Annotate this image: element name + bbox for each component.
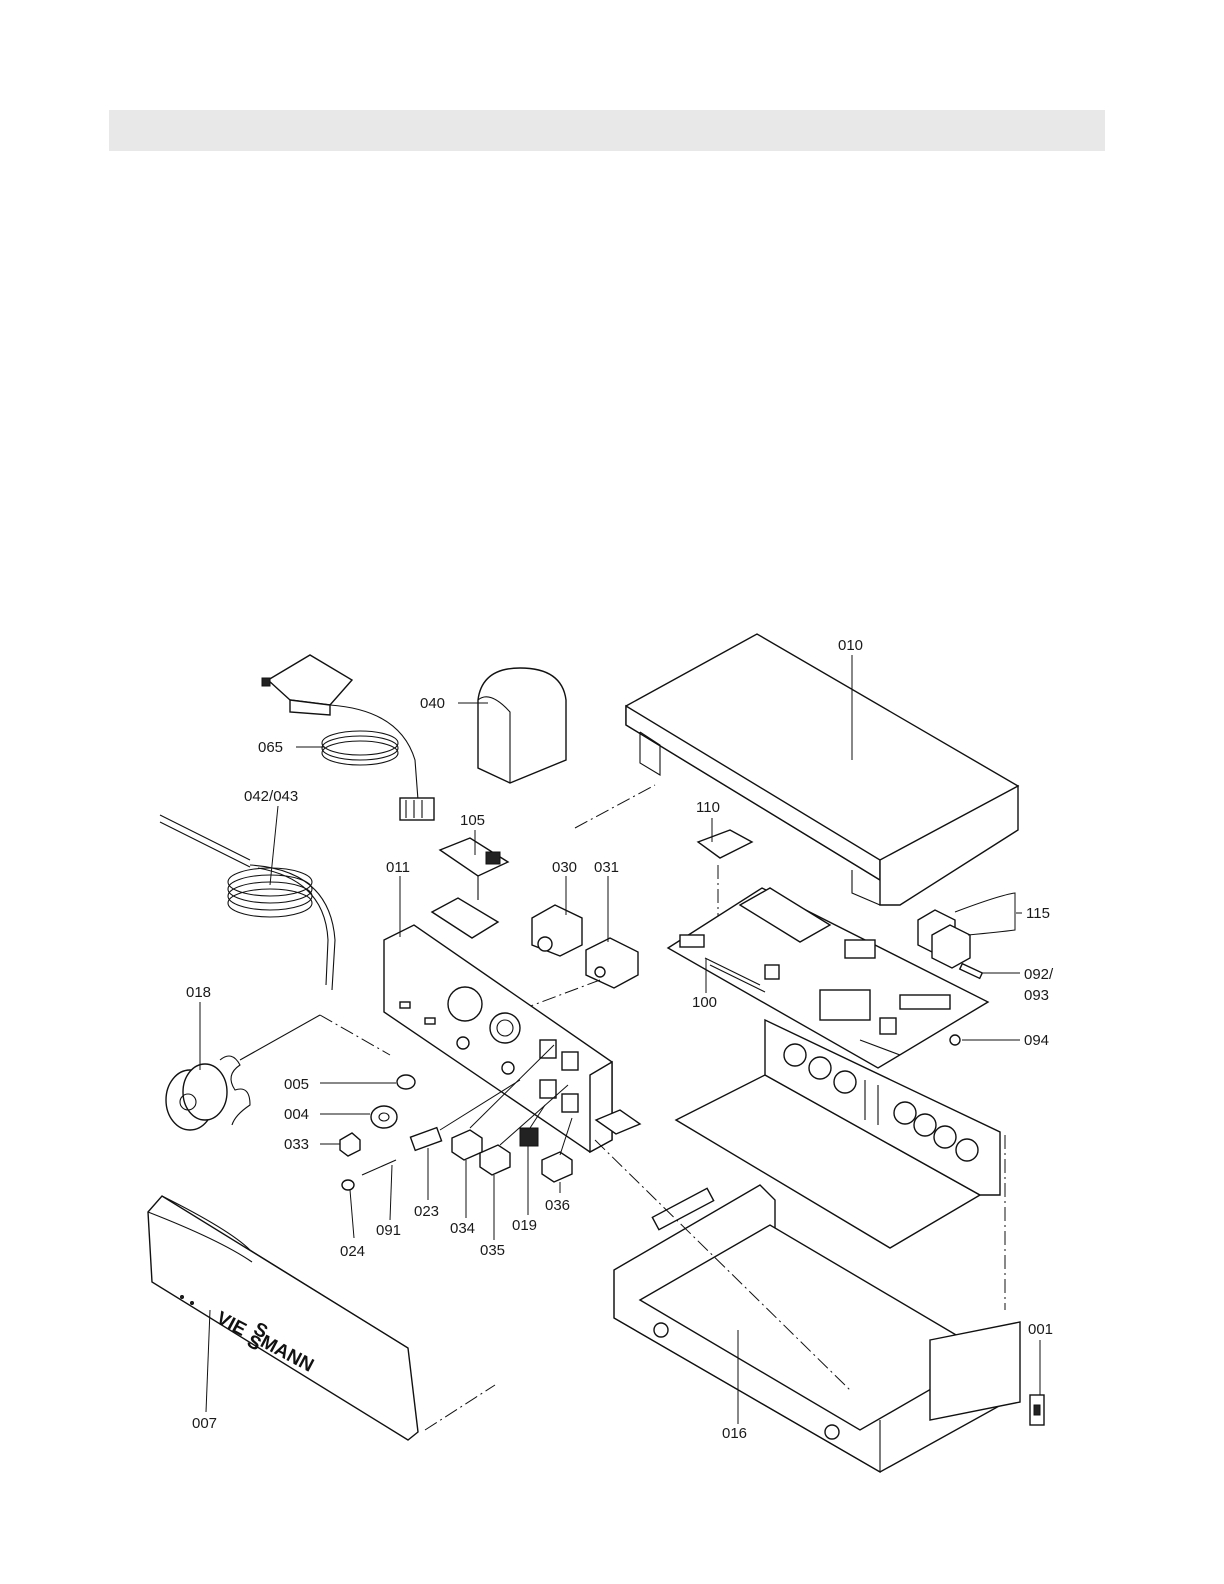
label-035: 035 <box>480 1242 505 1259</box>
label-010: 010 <box>838 637 863 654</box>
label-011: 011 <box>386 859 410 876</box>
label-004: 004 <box>284 1106 309 1123</box>
label-042-043: 042/043 <box>244 788 298 805</box>
part-005-ring <box>397 1075 415 1089</box>
part-024-screw <box>342 1180 354 1190</box>
label-005: 005 <box>284 1076 309 1093</box>
part-010-cover <box>575 634 1018 905</box>
label-023: 023 <box>414 1203 439 1220</box>
label-018: 018 <box>186 984 211 1001</box>
part-035-rocker <box>480 1145 510 1175</box>
label-110: 110 <box>696 799 720 816</box>
label-031: 031 <box>594 859 619 876</box>
label-094: 094 <box>1024 1032 1049 1049</box>
part-007-front-cover: VIE MANN S S <box>148 1196 495 1440</box>
label-007: 007 <box>192 1415 217 1432</box>
label-092: 092/ <box>1024 966 1054 983</box>
part-030-switch <box>532 905 582 956</box>
label-065: 065 <box>258 739 283 756</box>
label-105: 105 <box>460 812 485 829</box>
part-042-043-sensor <box>160 815 335 990</box>
label-001: 001 <box>1028 1321 1053 1338</box>
part-115-relays <box>918 893 1015 968</box>
label-091: 091 <box>376 1222 401 1239</box>
part-094-part <box>950 1035 960 1045</box>
part-040-cap <box>478 668 566 783</box>
label-036: 036 <box>545 1197 570 1214</box>
part-105-board <box>432 838 508 938</box>
label-034: 034 <box>450 1220 475 1237</box>
part-019-cover <box>520 1128 538 1146</box>
label-019: 019 <box>512 1217 537 1234</box>
part-033-knob <box>340 1133 360 1156</box>
label-030: 030 <box>552 859 577 876</box>
label-115: 115 <box>1026 905 1050 922</box>
label-024: 024 <box>340 1243 365 1260</box>
part-091-pin <box>362 1160 396 1175</box>
part-001-clip <box>1030 1395 1044 1425</box>
part-034-rocker <box>452 1130 482 1160</box>
part-031-switch <box>520 938 638 1010</box>
label-040: 040 <box>420 695 445 712</box>
part-092-093-fuse <box>960 964 982 979</box>
part-004-washer <box>371 1106 397 1128</box>
label-100: 100 <box>692 994 717 1011</box>
part-036-rocker <box>542 1152 572 1182</box>
label-093: 093 <box>1024 987 1049 1004</box>
label-016: 016 <box>722 1425 747 1442</box>
label-033: 033 <box>284 1136 309 1153</box>
